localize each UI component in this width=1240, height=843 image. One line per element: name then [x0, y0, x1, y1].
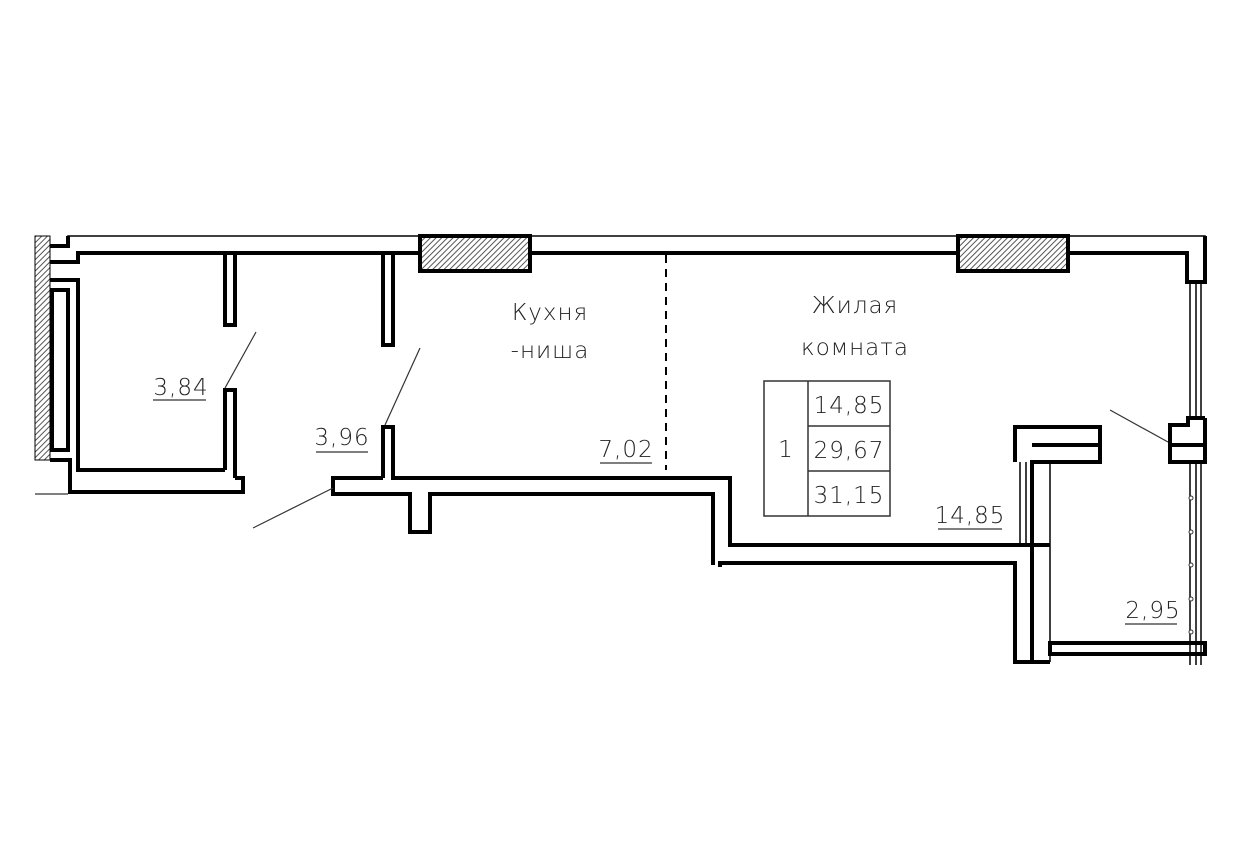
- living-area-value: 14,85: [814, 393, 885, 419]
- kitchen-label-line1: Кухня: [512, 300, 588, 326]
- total-with-balcony-value: 31,15: [814, 483, 885, 509]
- total-area-value: 29,67: [814, 438, 885, 464]
- bathroom-area: 3,84: [153, 375, 208, 401]
- balcony-railing-posts: [1188, 495, 1194, 635]
- interior-walls: [223, 253, 1207, 665]
- kitchen-area: 7,02: [598, 437, 653, 463]
- area-summary-table: 1 14,85 29,67 31,15: [763, 380, 891, 517]
- rooms-count: 1: [778, 437, 794, 463]
- column-left: [34, 235, 51, 461]
- living-room-label-line1: Жилая: [812, 293, 898, 319]
- hall-area: 3,96: [314, 425, 369, 451]
- balcony-area: 2,95: [1125, 598, 1180, 624]
- living-room-area: 14,85: [935, 503, 1006, 529]
- column-kitchen: [418, 234, 532, 273]
- door-swing-lines: [35, 331, 1169, 529]
- living-room-label-line2: комната: [801, 335, 909, 361]
- column-living: [956, 234, 1070, 273]
- kitchen-label-line2: -ниша: [511, 338, 590, 364]
- exterior-walls: [50, 235, 1207, 494]
